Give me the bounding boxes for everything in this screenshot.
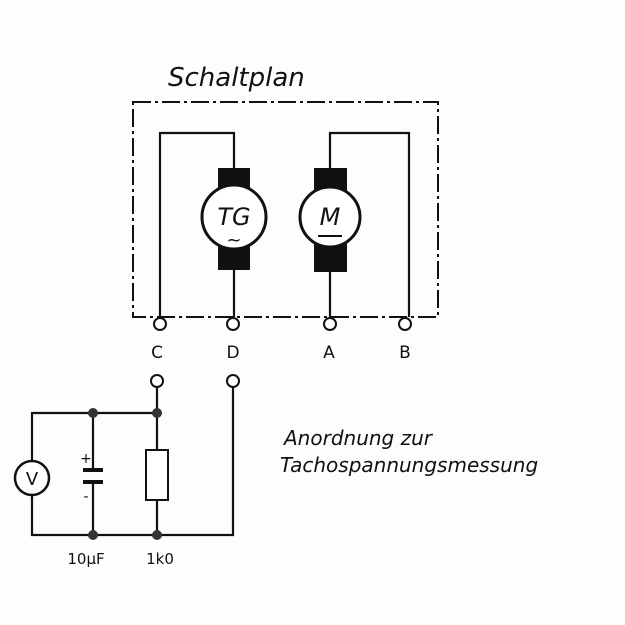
measurement-wiring bbox=[30, 387, 235, 537]
terminal-d bbox=[226, 317, 240, 331]
enclosure-boundary bbox=[132, 101, 439, 318]
internal-wiring bbox=[158, 131, 411, 317]
capacitor: + - bbox=[80, 451, 103, 505]
resistor-value: 1k0 bbox=[146, 550, 174, 568]
terminal-c bbox=[153, 317, 167, 331]
ac-symbol: ~ bbox=[226, 230, 241, 251]
terminal-label-d: D bbox=[226, 343, 239, 363]
terminal-label-a: A bbox=[323, 343, 335, 363]
terminal-label-c: C bbox=[151, 343, 163, 363]
capacitor-minus: - bbox=[83, 489, 88, 505]
capacitor-plus: + bbox=[80, 451, 92, 467]
junction-dots bbox=[88, 408, 162, 540]
terminal-c-ext bbox=[150, 374, 164, 388]
voltmeter-label: V bbox=[26, 469, 39, 490]
terminals bbox=[153, 317, 412, 331]
caption-line-1: Anordnung zur bbox=[282, 426, 434, 450]
tachogenerator: TG ~ bbox=[200, 168, 268, 270]
terminal-b bbox=[398, 317, 412, 331]
tg-label: TG bbox=[217, 203, 250, 231]
capacitor-value: 10µF bbox=[67, 550, 104, 568]
resistor bbox=[145, 449, 169, 501]
motor-label: M bbox=[320, 203, 341, 231]
voltmeter: V bbox=[13, 459, 51, 497]
terminal-label-b: B bbox=[399, 343, 411, 363]
motor: M bbox=[298, 168, 362, 272]
terminal-d-ext bbox=[226, 374, 240, 388]
title: Schaltplan bbox=[168, 63, 305, 93]
terminal-a bbox=[323, 317, 337, 331]
caption-line-2: Tachospannungsmessung bbox=[280, 453, 538, 477]
